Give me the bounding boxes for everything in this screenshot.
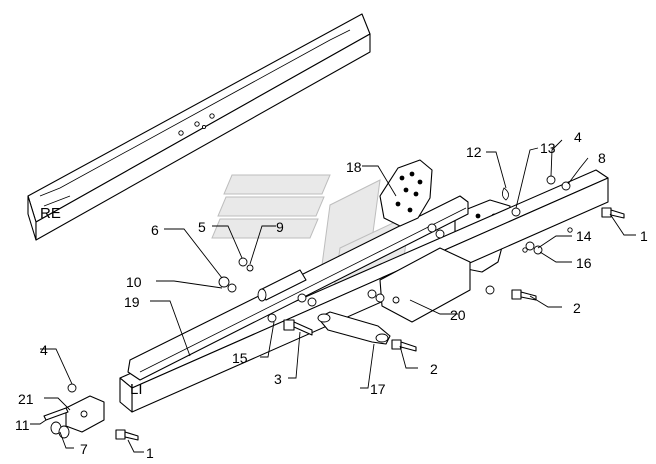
callout-21: 21 xyxy=(18,391,34,407)
callout-4-upper: 4 xyxy=(574,129,582,145)
callout-18: 18 xyxy=(346,159,362,175)
callout-20: 20 xyxy=(450,307,466,323)
bolt-item-2-lower xyxy=(391,339,417,352)
callout-14: 14 xyxy=(576,228,592,244)
callout-1-lower: 1 xyxy=(146,445,154,461)
callout-6: 6 xyxy=(151,222,159,238)
callout-4-lower: 4 xyxy=(40,342,48,358)
callout-2-lower: 2 xyxy=(430,361,438,377)
bolt-item-1-upper xyxy=(601,207,625,219)
callout-7: 7 xyxy=(80,441,88,457)
tapered-bar xyxy=(127,195,469,381)
callout-5: 5 xyxy=(198,219,206,235)
nuts-and-washers xyxy=(218,175,571,323)
callout-11: 11 xyxy=(15,417,30,433)
callout-1-upper: 1 xyxy=(640,228,648,244)
bolt-item-1-lower xyxy=(115,429,139,441)
callout-3: 3 xyxy=(274,371,282,387)
callout-13: 13 xyxy=(540,140,556,156)
callout-8: 8 xyxy=(598,150,606,166)
callout-9: 9 xyxy=(276,219,284,235)
left-side-label: LI xyxy=(130,381,143,398)
axle-pin xyxy=(257,269,307,302)
bracket xyxy=(379,247,471,323)
right-side-label: RE xyxy=(40,205,61,222)
mounting-plate-left xyxy=(379,159,433,227)
callout-16: 16 xyxy=(576,255,592,271)
callout-17: 17 xyxy=(370,381,386,397)
callout-2-upper: 2 xyxy=(573,300,581,316)
hinge-housing xyxy=(43,383,105,439)
leader-lines xyxy=(30,139,636,453)
callout-15: 15 xyxy=(232,350,248,366)
swivel-arm xyxy=(317,311,391,345)
callout-19: 19 xyxy=(124,294,140,310)
bolt-item-3 xyxy=(283,319,313,336)
callout-10: 10 xyxy=(126,274,142,290)
bolt-item-2-upper xyxy=(511,289,537,301)
callout-12: 12 xyxy=(466,144,482,160)
rail-right-side: RE xyxy=(27,13,371,241)
callouts: 1 1 2 2 3 4 4 5 6 7 8 9 10 11 12 13 14 1… xyxy=(15,129,648,461)
